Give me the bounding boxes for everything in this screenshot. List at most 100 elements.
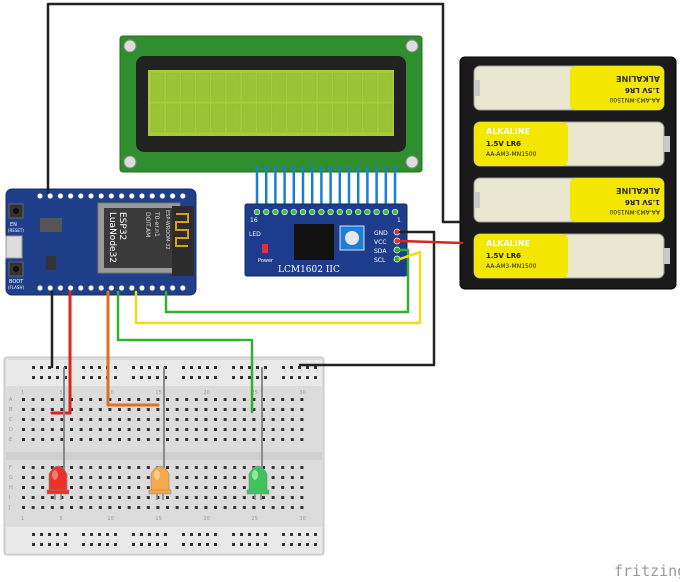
rail-hole xyxy=(90,366,93,369)
strip-hole xyxy=(118,418,121,421)
column-number: 15 xyxy=(155,390,161,396)
breadboard-holes xyxy=(22,366,317,546)
rail-hole xyxy=(290,366,293,369)
rail-hole xyxy=(256,533,259,536)
strip-hole xyxy=(118,496,121,499)
rail-hole xyxy=(290,376,293,379)
lcd-cell xyxy=(150,103,165,133)
battery-voltage: 1.5V LR6 xyxy=(486,252,521,260)
strip-hole xyxy=(175,398,179,401)
strip-hole xyxy=(79,428,83,431)
strip-hole xyxy=(214,496,217,499)
esp-pin-bottom xyxy=(98,285,105,291)
column-number: 5 xyxy=(59,516,62,522)
strip-hole xyxy=(108,476,112,479)
rail-hole xyxy=(306,543,309,546)
lcd-cell xyxy=(333,72,347,102)
rail-hole xyxy=(156,376,159,379)
strip-hole xyxy=(60,496,64,499)
rail-hole xyxy=(198,543,201,546)
strip-hole xyxy=(70,506,73,509)
chip-line-1: LuaNode32 xyxy=(107,212,117,263)
strip-hole xyxy=(137,398,141,401)
strip-hole xyxy=(127,486,131,489)
row-letter: F xyxy=(9,465,12,471)
wire-yellow-scl xyxy=(134,250,422,325)
strip-hole xyxy=(242,418,246,421)
strip-hole xyxy=(89,438,93,441)
strip-hole xyxy=(271,496,275,499)
strip-hole xyxy=(89,496,93,499)
adapter-label: LCM1602 IIC xyxy=(278,265,340,275)
rail-hole xyxy=(282,533,285,536)
strip-hole xyxy=(98,418,102,421)
strip-hole xyxy=(262,418,265,421)
rail-hole xyxy=(264,366,267,369)
rail-hole xyxy=(140,376,143,379)
strip-hole xyxy=(79,408,83,411)
lcd-cell xyxy=(287,103,302,133)
rail-hole xyxy=(164,543,167,546)
strip-hole xyxy=(89,506,93,509)
strip-hole xyxy=(146,418,150,421)
rail-hole xyxy=(206,533,209,536)
row-letter: J xyxy=(8,505,10,511)
adapter-pin xyxy=(373,208,380,216)
strip-hole xyxy=(242,398,246,401)
strip-hole xyxy=(108,418,112,421)
fritzing-watermark: fritzing xyxy=(614,562,680,580)
strip-hole xyxy=(60,418,64,421)
strip-hole xyxy=(41,476,45,479)
strip-hole xyxy=(98,438,102,441)
rail-hole xyxy=(56,543,59,546)
strip-hole xyxy=(156,506,160,509)
strip-hole xyxy=(41,486,45,489)
rail-hole xyxy=(64,376,67,379)
battery-brand: ALKALINE xyxy=(486,127,530,136)
strip-hole xyxy=(31,476,35,479)
rail-hole xyxy=(64,543,67,546)
rail-hole xyxy=(248,376,251,379)
rail-hole xyxy=(56,376,59,379)
strip-hole xyxy=(223,506,227,509)
rail-hole xyxy=(182,366,185,369)
strip-hole xyxy=(118,486,121,489)
strip-hole xyxy=(60,398,64,401)
lcd-cell xyxy=(165,72,180,102)
rail-hole xyxy=(290,543,293,546)
esp32-pin-headers xyxy=(37,193,186,291)
strip-hole xyxy=(214,476,217,479)
rail-hole xyxy=(114,533,117,536)
strip-hole xyxy=(22,418,25,421)
strip-hole xyxy=(166,438,169,441)
chip-line-3: DOIT.AM xyxy=(144,212,151,237)
pin-label-vcc: VCC xyxy=(374,239,386,246)
battery-brand: ALKALINE xyxy=(616,74,660,83)
strip-hole xyxy=(185,466,189,469)
strip-hole xyxy=(262,428,265,431)
adapter-pin xyxy=(281,208,288,216)
rail-hole xyxy=(248,533,251,536)
rail-hole xyxy=(156,366,159,369)
rail-hole xyxy=(148,543,151,546)
strip-hole xyxy=(300,428,304,431)
strip-hole xyxy=(271,506,275,509)
strip-hole xyxy=(300,506,304,509)
strip-hole xyxy=(214,428,217,431)
rail-hole xyxy=(306,376,309,379)
strip-hole xyxy=(194,466,198,469)
rail-hole xyxy=(140,366,143,369)
lcd-cell xyxy=(378,103,393,133)
led-red xyxy=(46,465,70,500)
adapter-pin xyxy=(382,208,389,216)
column-number: 25 xyxy=(251,516,257,522)
strip-hole xyxy=(185,438,189,441)
strip-hole xyxy=(22,408,25,411)
column-number: 5 xyxy=(59,390,62,396)
strip-hole xyxy=(271,408,275,411)
strip-hole xyxy=(185,428,189,431)
strip-hole xyxy=(166,418,169,421)
rail-hole xyxy=(314,376,317,379)
strip-hole xyxy=(233,408,237,411)
